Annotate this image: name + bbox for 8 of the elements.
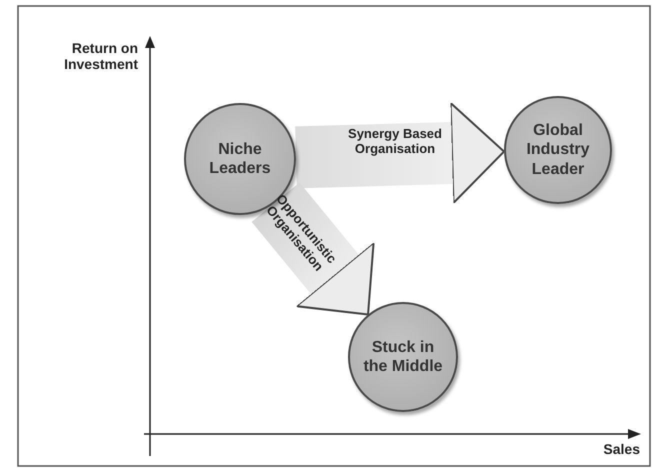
node-label: Stuck in the Middle [362, 338, 444, 376]
block-arrow [252, 182, 375, 316]
node-label: Niche Leaders [208, 140, 272, 178]
edge-label: Synergy Based Organisation [348, 127, 442, 157]
axis-title: Sales [602, 441, 640, 457]
block-arrow [295, 102, 506, 204]
axis-title: Return on Investment [63, 40, 138, 72]
node-label: Global Industry Leader [525, 121, 591, 179]
